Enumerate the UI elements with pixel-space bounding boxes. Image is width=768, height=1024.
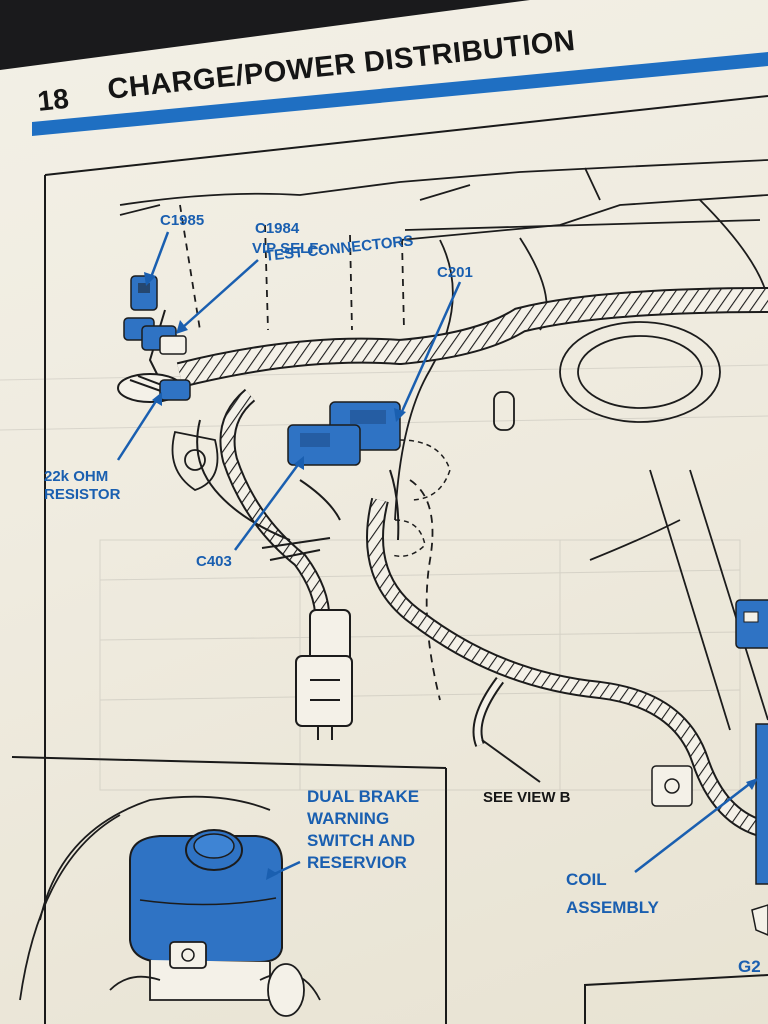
- label-g2: G2: [738, 957, 761, 976]
- g2-ground: [751, 903, 768, 937]
- vehicle-body-lines: [119, 159, 768, 731]
- c1985-connector: [130, 275, 158, 311]
- label-brake-line4: RESERVIOR: [307, 853, 407, 872]
- label-c1985: C1985: [160, 212, 205, 229]
- leader-arrowheads: [144, 272, 758, 880]
- header-band: [32, 52, 768, 136]
- inset-frame-top: [11, 756, 447, 769]
- label-c1984: C1984: [255, 220, 300, 237]
- c403-connector: [287, 424, 361, 466]
- c1984-connector: [123, 317, 187, 355]
- resistor-22k: [117, 373, 191, 403]
- label-coil-line2: ASSEMBLY: [566, 898, 659, 917]
- diagram-frame-top: [44, 95, 768, 176]
- label-resistor-line1: 22k OHM: [44, 468, 109, 485]
- label-c403: C403: [196, 553, 232, 570]
- connector-block: [295, 609, 353, 740]
- view-b-frame: [584, 974, 768, 1024]
- label-c201: C201: [437, 264, 473, 281]
- dashed-grommet: [391, 439, 451, 557]
- see-view-b-leader: [481, 739, 541, 783]
- ground-bolt: [171, 430, 219, 491]
- label-brake-line2: WARNING: [307, 809, 390, 828]
- brake-reservoir-art: [19, 795, 321, 1017]
- label-coil-line1: COIL: [566, 870, 607, 889]
- label-vip-line1: VIP SELF-: [252, 240, 324, 257]
- label-brake-line1: DUAL BRAKE: [307, 787, 420, 806]
- coil-assembly: [651, 599, 768, 885]
- label-see-view-b: SEE VIEW B: [483, 789, 571, 806]
- label-brake-line3: SWITCH AND: [307, 831, 415, 850]
- label-resistor-line2: RESISTOR: [44, 486, 121, 503]
- leader-lines: [116, 231, 753, 878]
